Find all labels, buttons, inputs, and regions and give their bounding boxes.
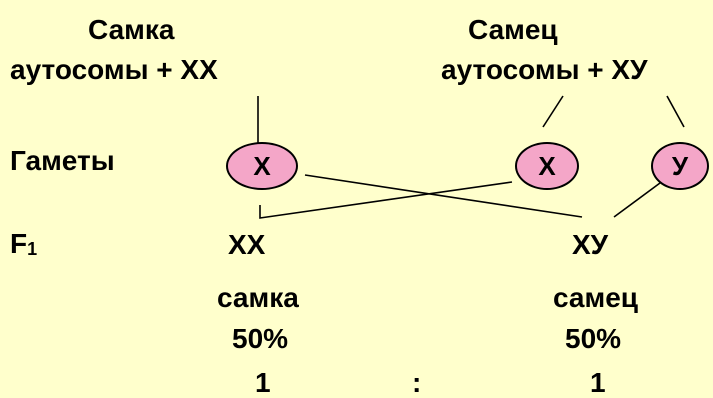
offspring-female-sex: самка	[217, 282, 299, 313]
ratio-separator: :	[412, 367, 422, 398]
female-genotype: аутосомы + ХХ	[10, 54, 218, 85]
male-title: Самец	[468, 14, 558, 45]
f1-label-main: F	[10, 228, 28, 259]
line-male-x-to-xx	[259, 181, 513, 219]
offspring-female-genotype: ХХ	[228, 229, 266, 260]
f1-label: F1	[10, 228, 38, 259]
offspring-male-sex: самец	[553, 282, 638, 313]
f1-label-sub: 1	[27, 239, 38, 259]
male-gamete-y: У	[651, 142, 709, 190]
female-gamete-x: Х	[226, 142, 298, 190]
line-male-y-to-xy	[613, 182, 661, 218]
line-male-to-gamete-x	[542, 95, 564, 128]
gametes-label: Гаметы	[10, 145, 115, 176]
line-female-x-to-xy	[304, 174, 583, 218]
male-genotype: аутосомы + ХУ	[441, 54, 648, 85]
female-title: Самка	[88, 14, 175, 45]
male-gamete-y-label: У	[671, 150, 689, 181]
offspring-female-percent: 50%	[232, 323, 289, 354]
line-male-to-gamete-y	[666, 95, 685, 128]
offspring-male-genotype: ХУ	[572, 229, 609, 260]
offspring-male-percent: 50%	[565, 323, 622, 354]
male-gamete-x: Х	[515, 142, 579, 190]
offspring-female-ratio: 1	[255, 367, 271, 398]
offspring-male-ratio: 1	[590, 367, 606, 398]
male-gamete-x-label: Х	[538, 150, 556, 181]
female-gamete-x-label: Х	[253, 150, 271, 181]
